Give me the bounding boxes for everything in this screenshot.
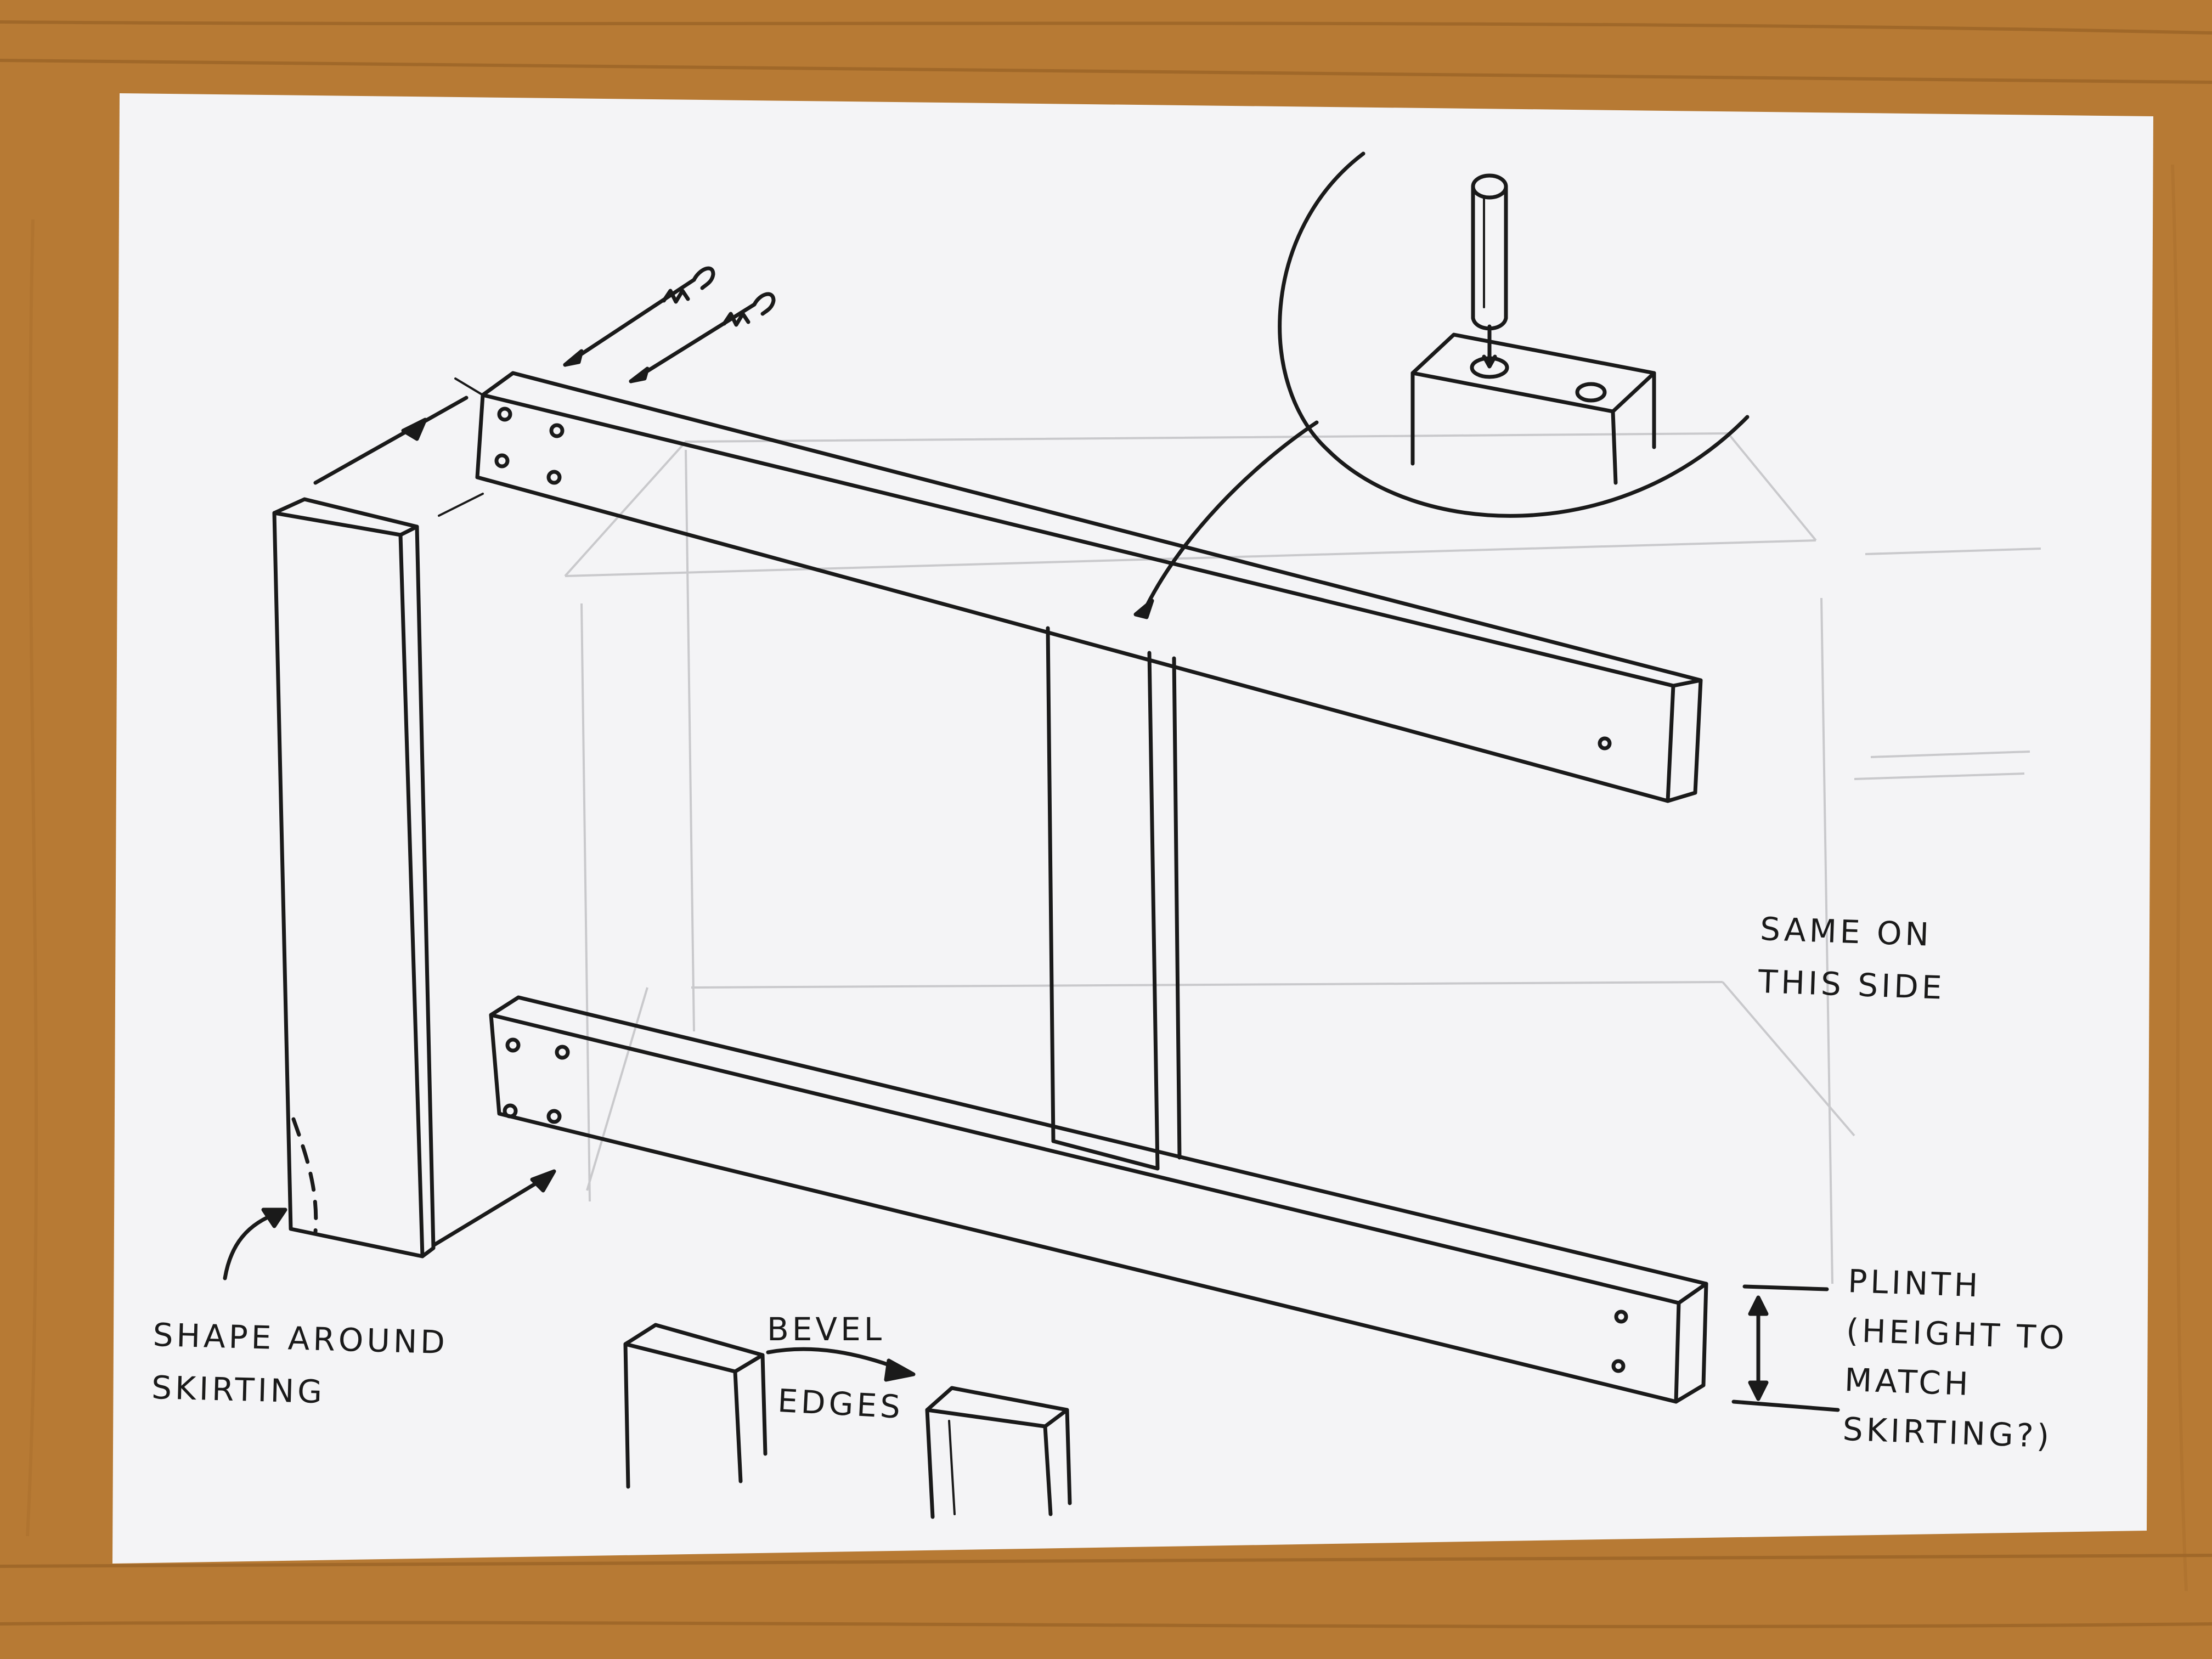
note-same-on-this-side: SAME ON THIS SIDE bbox=[1757, 910, 1946, 1007]
top-rail bbox=[475, 371, 1703, 803]
screw-icon bbox=[563, 266, 715, 367]
arrow-icon bbox=[884, 1358, 916, 1382]
screw-hole bbox=[1598, 736, 1612, 751]
bottom-rail bbox=[489, 995, 1708, 1404]
screw-hole bbox=[497, 407, 512, 422]
screw-hole bbox=[1611, 1359, 1626, 1373]
paper-sheet bbox=[112, 93, 2153, 1564]
screw-hole bbox=[505, 1037, 521, 1053]
arrow-icon bbox=[1748, 1295, 1769, 1316]
wood-grain bbox=[0, 20, 2212, 1628]
note-bevel: BEVEL bbox=[767, 1311, 885, 1348]
plinth-dimension bbox=[1731, 1284, 1840, 1412]
leader-line bbox=[1142, 420, 1319, 614]
arrow-icon bbox=[1133, 599, 1154, 619]
arrow-icon bbox=[563, 349, 584, 367]
arrow-icon bbox=[401, 417, 427, 441]
arrow-icon bbox=[1748, 1380, 1769, 1401]
vertical-leg bbox=[272, 497, 436, 1259]
note-shape-around-skirting: SHAPE AROUND SKIRTING bbox=[151, 1316, 449, 1411]
dowel-hole bbox=[1470, 356, 1509, 379]
screw-hole bbox=[549, 423, 565, 438]
arrow-icon bbox=[629, 366, 650, 383]
arrow-icon bbox=[261, 1207, 287, 1228]
ink-drawing bbox=[223, 151, 1840, 1519]
bevel-arrow bbox=[766, 1347, 916, 1382]
detail-callout bbox=[1133, 151, 1750, 619]
screw-hole bbox=[555, 1045, 570, 1060]
note-plinth: PLINTH (HEIGHT TO MATCH SKIRTING?) bbox=[1842, 1262, 2068, 1455]
screw-hole bbox=[1614, 1310, 1628, 1324]
dowel-hole bbox=[1575, 382, 1607, 403]
note-edges: EDGES bbox=[776, 1381, 905, 1426]
dowel-block bbox=[1410, 332, 1656, 485]
screw-hole bbox=[494, 453, 510, 469]
bevel-block-plain bbox=[623, 1323, 768, 1489]
arrow-icon bbox=[530, 1169, 556, 1193]
screw-icon bbox=[629, 292, 776, 383]
screw-hole bbox=[546, 470, 562, 485]
screw-hole bbox=[503, 1103, 518, 1119]
skirting-arrow bbox=[223, 1207, 287, 1280]
screw-hole bbox=[546, 1109, 562, 1124]
pencil-sketch bbox=[564, 432, 2041, 1284]
middle-stile bbox=[1046, 626, 1182, 1171]
join-arrows bbox=[313, 377, 556, 1248]
bevel-block-bevelled bbox=[925, 1386, 1072, 1519]
